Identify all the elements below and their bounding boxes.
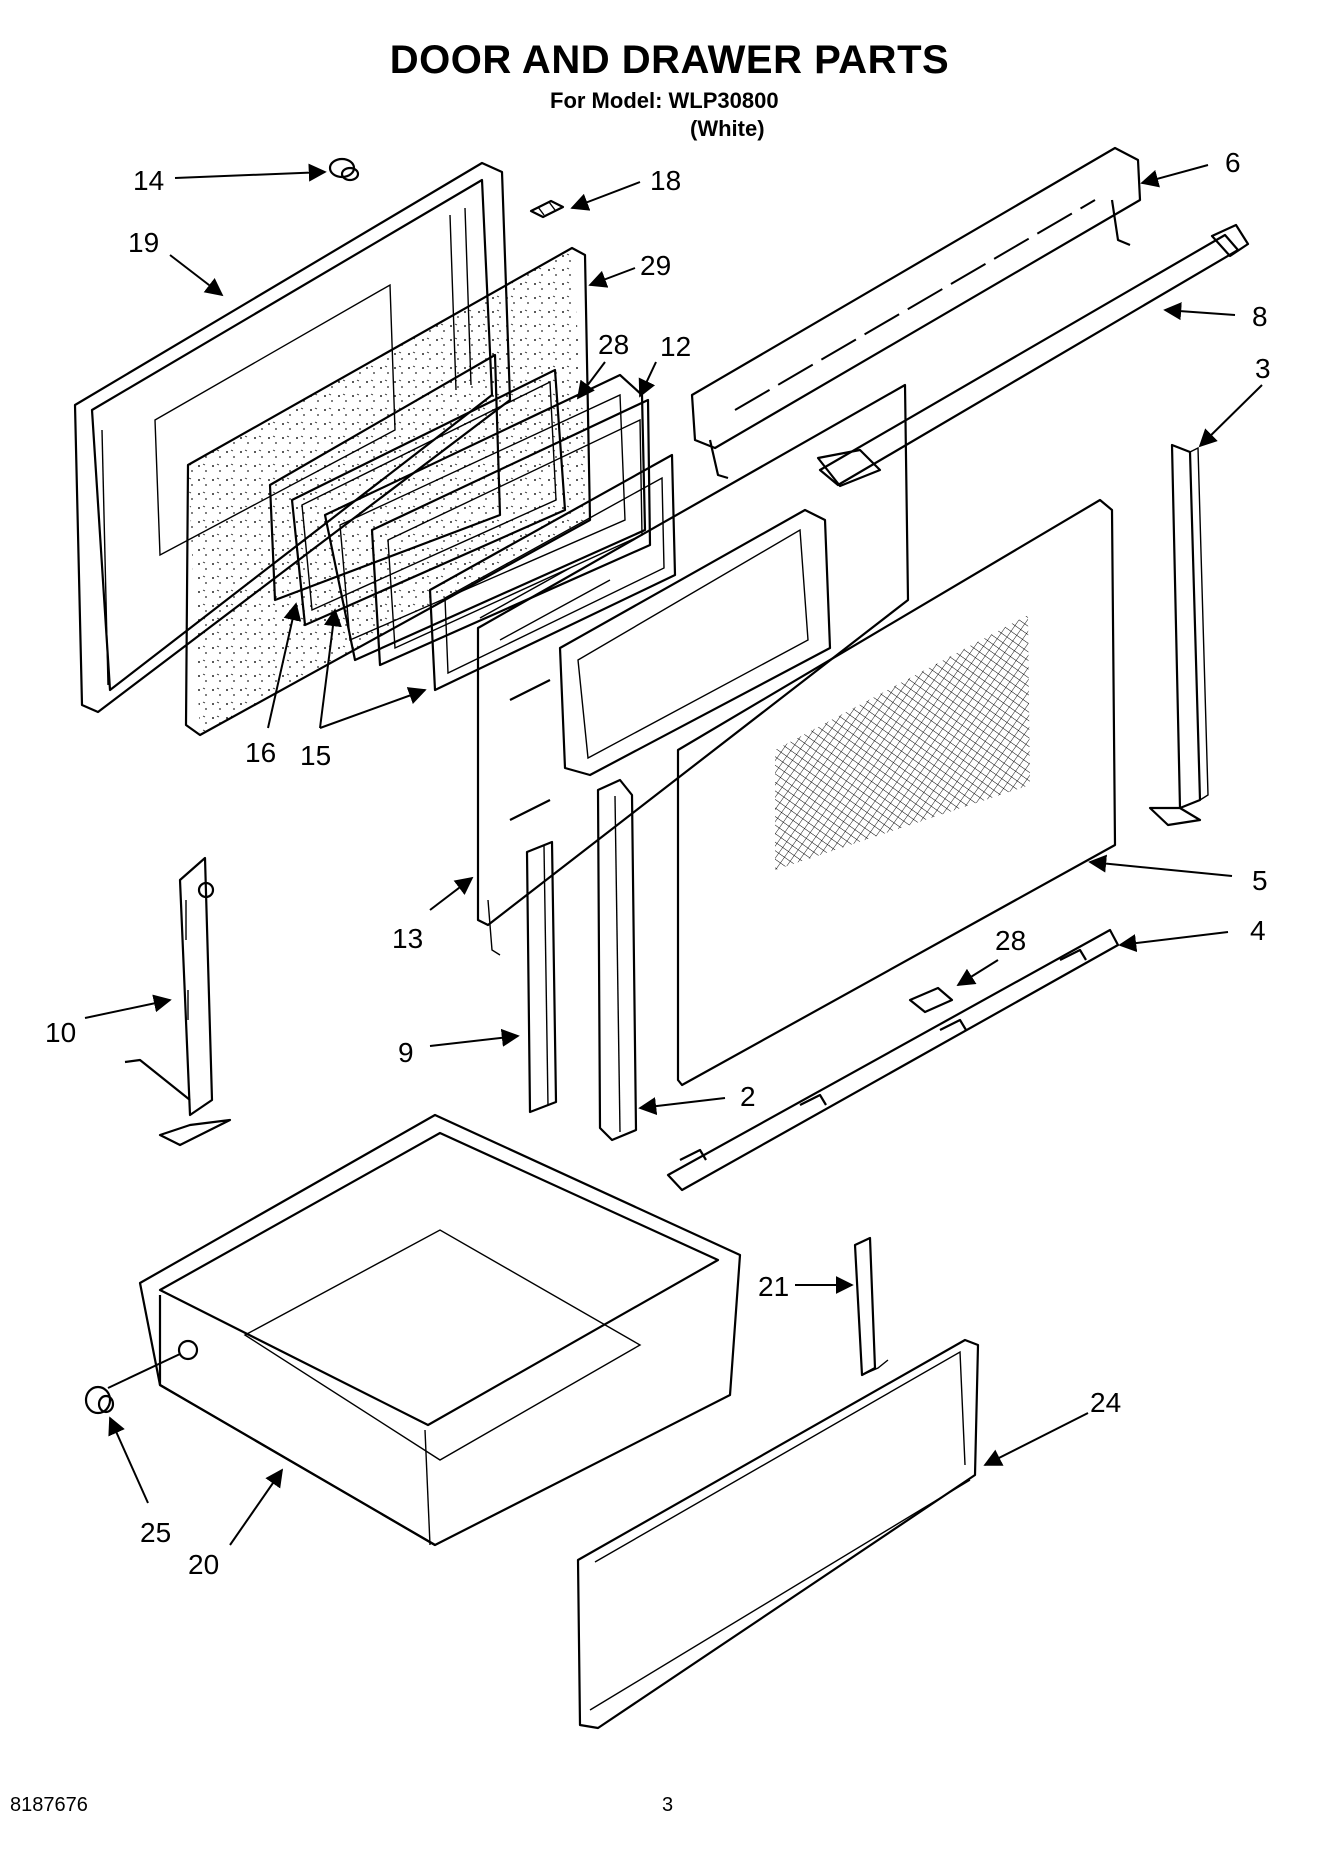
part-9-trim bbox=[525, 840, 558, 1114]
part-18-clip bbox=[529, 199, 565, 219]
part-4-bottom-rail bbox=[666, 928, 1120, 1192]
part-15-16-glass-panels bbox=[428, 453, 677, 692]
callout-25: 25 bbox=[140, 1517, 171, 1548]
part-20-drawer bbox=[138, 1113, 742, 1547]
callout-28: 28 bbox=[598, 329, 629, 360]
callout-9: 9 bbox=[398, 1037, 414, 1068]
part-10-side-bracket bbox=[124, 856, 232, 1147]
part-3-side-trim bbox=[1148, 443, 1209, 827]
part-24-drawer-front bbox=[576, 1338, 980, 1730]
part-28-bracket bbox=[908, 986, 954, 1014]
part-25-drawer-stop bbox=[84, 1339, 199, 1415]
callout-3: 3 bbox=[1255, 353, 1271, 384]
callout-19: 19 bbox=[128, 227, 159, 258]
callout-24: 24 bbox=[1090, 1387, 1121, 1418]
callout-28-lower: 28 bbox=[995, 925, 1026, 956]
part-2-channel bbox=[596, 778, 638, 1142]
callout-6: 6 bbox=[1225, 147, 1241, 178]
callout-4: 4 bbox=[1250, 915, 1266, 946]
part-5-door-glass bbox=[676, 498, 1117, 1087]
part-8-handle bbox=[816, 223, 1250, 488]
part-6-vent-trim bbox=[690, 146, 1142, 480]
leader-lines bbox=[84, 163, 1263, 1546]
part-21-drawer-bracket bbox=[853, 1236, 889, 1377]
variant-label: (White) bbox=[690, 116, 765, 141]
callout-12: 12 bbox=[660, 331, 691, 362]
callout-10: 10 bbox=[45, 1017, 76, 1048]
part-13-door-liner bbox=[476, 383, 910, 956]
callout-2: 2 bbox=[740, 1081, 756, 1112]
callout-16: 16 bbox=[245, 737, 276, 768]
page-number: 3 bbox=[662, 1794, 674, 1816]
callout-8: 8 bbox=[1252, 301, 1268, 332]
callout-21: 21 bbox=[758, 1271, 789, 1302]
model-line: For Model: WLP30800 bbox=[550, 88, 779, 113]
callout-18: 18 bbox=[650, 165, 681, 196]
callout-29: 29 bbox=[640, 250, 671, 281]
callout-14: 14 bbox=[133, 165, 164, 196]
callout-5: 5 bbox=[1252, 865, 1268, 896]
callout-20: 20 bbox=[188, 1549, 219, 1580]
callout-13: 13 bbox=[392, 923, 423, 954]
page-title: DOOR AND DRAWER PARTS bbox=[389, 38, 950, 82]
part-14-plug bbox=[328, 157, 360, 182]
part-number-footer: 8187676 bbox=[10, 1794, 88, 1816]
callout-labels: 14 18 6 19 29 8 28 12 3 16 15 5 13 28 4 … bbox=[45, 147, 1271, 1580]
callout-15: 15 bbox=[300, 740, 331, 771]
